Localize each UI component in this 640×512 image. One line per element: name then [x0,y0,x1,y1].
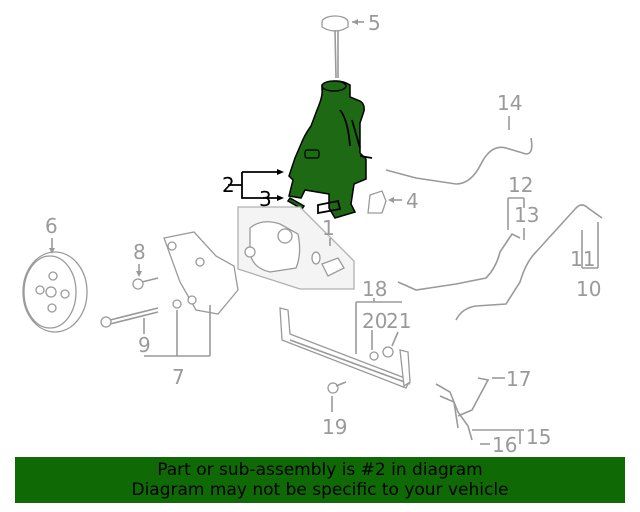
part-12-hose-assembly[interactable] [397,232,521,291]
callout-3[interactable]: 3 [259,187,272,211]
callout-9[interactable]: 9 [138,333,151,357]
leader-12 [507,197,525,230]
callout-14[interactable]: 14 [497,91,522,115]
part-14-hose[interactable] [385,137,533,185]
banner-line-disclaimer: Diagram may not be specific to your vehi… [131,480,509,500]
callout-15[interactable]: 15 [526,425,551,449]
callout-2[interactable]: 2 [222,173,235,197]
callout-6[interactable]: 6 [45,214,58,238]
callout-8[interactable]: 8 [133,240,146,264]
part-4-clip[interactable] [367,190,387,214]
leader-10 [581,222,599,269]
parts-diagram: 5 2 3 4 1 6 [22,11,603,455]
leader-18 [355,298,402,354]
part-2-power-steering-reservoir[interactable] [288,80,373,219]
part-10-hose-assembly[interactable] [455,204,603,321]
part-1-power-steering-pump[interactable] [237,206,355,290]
callout-16[interactable]: 16 [492,433,517,455]
part-7-bracket[interactable] [163,231,239,315]
callout-13[interactable]: 13 [514,203,539,227]
callout-11[interactable]: 11 [570,247,595,271]
part-8-bolt[interactable] [132,277,159,290]
part-20-nut[interactable] [369,351,379,361]
part-9-long-bolt[interactable] [100,307,159,328]
info-banner: Part or sub-assembly is #2 in diagram Di… [15,457,625,503]
callout-5[interactable]: 5 [368,11,381,35]
callout-4[interactable]: 4 [406,189,419,213]
callout-12[interactable]: 12 [508,173,533,197]
part-18-cooler[interactable] [279,307,411,389]
callout-21[interactable]: 21 [386,309,411,333]
part-6-pulley[interactable] [22,251,88,333]
part-15-line-assembly[interactable] [435,377,490,441]
callout-18[interactable]: 18 [362,277,387,301]
part-5-reservoir-cap[interactable] [321,15,349,79]
callout-19[interactable]: 19 [322,415,347,439]
callout-7[interactable]: 7 [172,365,185,389]
part-21-nut[interactable] [382,346,394,358]
callout-17[interactable]: 17 [506,367,531,391]
callout-1[interactable]: 1 [322,216,335,240]
banner-line-part: Part or sub-assembly is #2 in diagram [157,460,483,480]
part-19-bolt[interactable] [327,381,347,394]
leader-2 [228,171,278,199]
callout-20[interactable]: 20 [362,309,387,333]
callout-10[interactable]: 10 [576,277,601,301]
